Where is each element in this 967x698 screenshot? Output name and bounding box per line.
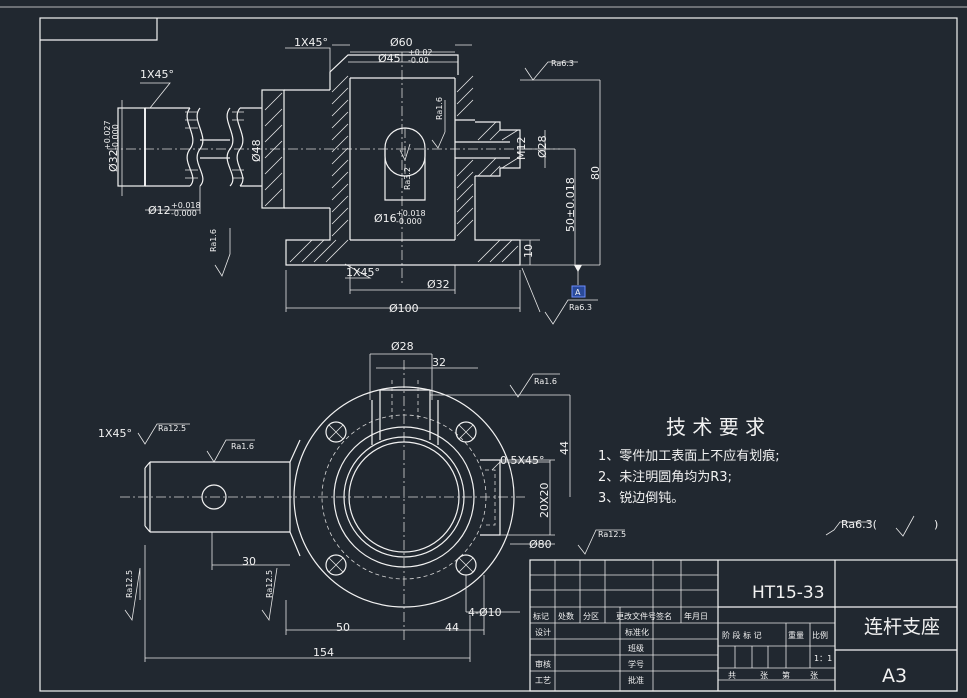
tb-row-label-5: 年月日	[684, 611, 708, 621]
ra16-left: Ra1.6	[209, 229, 218, 252]
tb-row-label-3: 更改文件号	[616, 611, 656, 621]
tb-total: 共	[728, 671, 736, 680]
dia-60-label: Ø60	[390, 36, 413, 49]
tb-process: 工艺	[535, 676, 551, 685]
dia-12-tol-lower: -0.000	[171, 209, 197, 218]
tb-row-label-1: 处数	[558, 611, 574, 621]
ra125-vert-a: Ra12.5	[125, 570, 134, 598]
ra125-plan-right: Ra12.5	[598, 530, 626, 539]
dia-32-tol-upper: +0.027	[103, 120, 112, 150]
length-44-label: 44	[445, 621, 459, 634]
tech-req-line1: 1、零件加工表面上不应有划痕;	[598, 448, 780, 464]
tb-no: 第	[782, 670, 790, 680]
dia-32-left-label: Ø32	[107, 149, 120, 172]
dia-28-right-label: Ø28	[536, 135, 549, 158]
chamfer-plan2-label: 0.5X45°	[500, 454, 545, 467]
ra63-top: Ra6.3	[551, 59, 574, 68]
dia-45-label: Ø45	[378, 52, 401, 65]
tb-scale-label: 比例	[812, 630, 828, 640]
ra-general-tail: )	[934, 518, 938, 531]
datum-a-label: A	[575, 288, 581, 297]
tb-row-label-0: 标记	[533, 611, 549, 621]
dia-45-tol-lower: -0.00	[408, 56, 429, 65]
chamfer-top-label: 1X45°	[294, 36, 328, 49]
tb-stage-mark: 阶 段 标 记	[722, 630, 762, 640]
ra16-plan-boss: Ra1.6	[231, 442, 254, 451]
tech-req-title: 技 术 要 求	[666, 415, 765, 439]
ra125-vert-b: Ra12.5	[265, 570, 274, 598]
tech-req-line3: 3、锐边倒钝。	[598, 491, 684, 506]
dia-16-tol-lower: -0.000	[396, 217, 422, 226]
tb-row-label-2: 分区	[583, 612, 599, 621]
tb-weight: 重量	[788, 630, 804, 640]
height-50-label: 50±0.018	[564, 177, 577, 232]
ra-general: Ra6.3(	[841, 518, 877, 531]
tb-review: 审核	[535, 659, 551, 669]
width-32-plan-label: 32	[432, 356, 446, 369]
tb-design: 设计	[535, 627, 551, 637]
dia-80-label: Ø80	[529, 538, 552, 551]
dia-16-label: Ø16	[374, 212, 397, 225]
dia-48-label: Ø48	[250, 139, 263, 162]
dia-16-tol-upper: +0.018	[396, 209, 426, 218]
chamfer-plan-label: 1X45°	[98, 427, 132, 440]
dia-12-tol-upper: +0.018	[171, 201, 201, 210]
tech-req-line2: 2、未注明圆角均为R3;	[598, 470, 732, 485]
tb-scale-value: 1：1	[814, 654, 832, 663]
dia-28-plan-label: Ø28	[391, 340, 414, 353]
ra125-plan-left: Ra12.5	[158, 424, 186, 433]
tb-class: 班级	[628, 643, 644, 653]
dia-100-label: Ø100	[389, 302, 419, 315]
length-154-label: 154	[313, 646, 334, 659]
ra32-slot: Ra3.2	[403, 167, 412, 190]
part-name-label: 连杆支座	[864, 616, 940, 638]
chamfer-left-label: 1X45°	[140, 68, 174, 81]
height-44-plan-label: 44	[558, 441, 571, 455]
tb-student-no: 学号	[628, 659, 644, 669]
plan-view	[120, 353, 870, 662]
ra16-plan-top: Ra1.6	[534, 377, 557, 386]
dia-32-tol-lower: -0.000	[111, 124, 120, 150]
title-block	[529, 559, 958, 692]
height-80-label: 80	[589, 166, 602, 180]
ra16-front: Ra1.6	[435, 97, 444, 120]
section-view	[108, 44, 601, 325]
chamfer-bottom-label: 1X45°	[346, 266, 380, 279]
ra63-bottom: Ra6.3	[569, 303, 592, 312]
tb-standardize: 标准化	[625, 627, 649, 637]
dia-32-bottom-label: Ø32	[427, 278, 450, 291]
tb-sheets: 张	[760, 671, 768, 680]
length-50-label: 50	[336, 621, 350, 634]
height-10-label: 10	[522, 244, 535, 258]
dia-12-label: Ø12	[148, 204, 171, 217]
drawing-frame	[0, 6, 967, 692]
tb-row-label-4: 签名	[656, 611, 672, 621]
tb-approve: 批准	[628, 675, 644, 685]
check-mark-icon	[895, 515, 915, 537]
square-20x20-label: 20X20	[538, 482, 551, 518]
m12-label: M12	[515, 137, 528, 161]
material-label: HT15-33	[752, 583, 825, 603]
holes-label: 4-Ø10	[468, 606, 502, 619]
dia-45-tol-upper: +0.02	[408, 48, 433, 57]
tb-sheets2: 张	[810, 671, 818, 680]
sheet-size-label: A3	[882, 665, 907, 687]
length-30-label: 30	[242, 555, 256, 568]
